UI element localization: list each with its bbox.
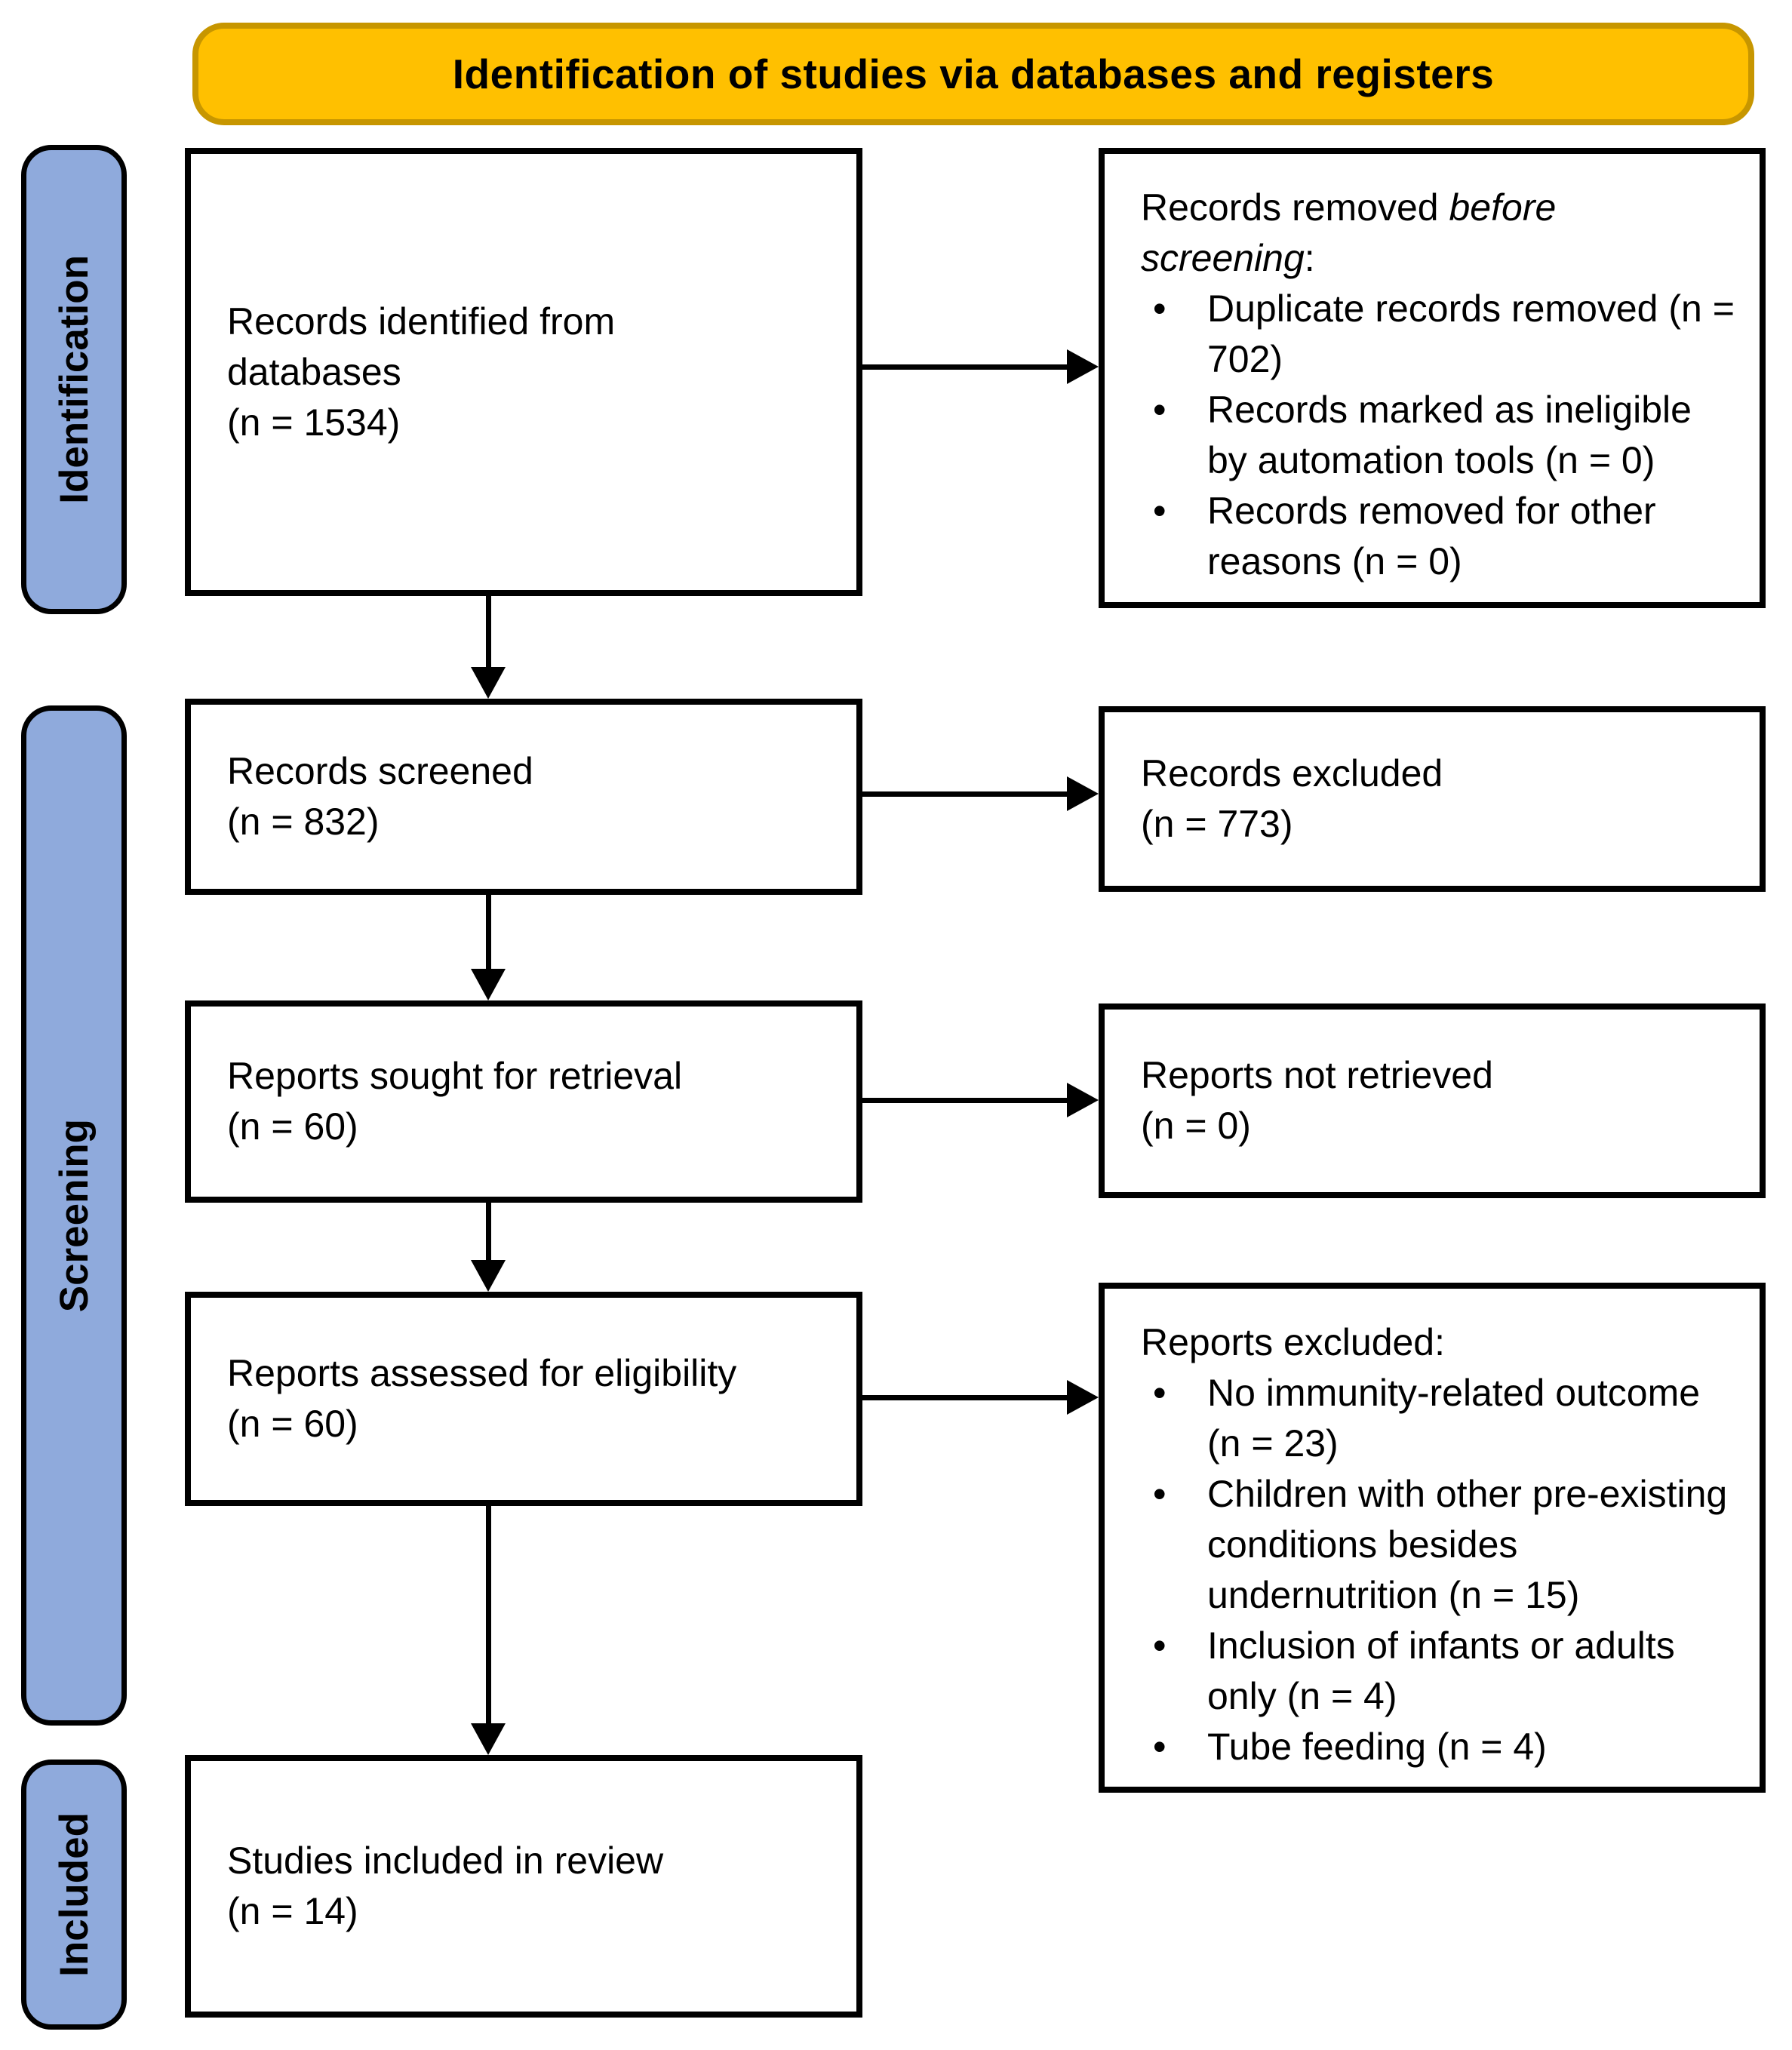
box-records-screened-count: (n = 832) (227, 801, 380, 843)
box-reports-not-retrieved-label: Reports not retrieved (1141, 1054, 1493, 1096)
box-studies-included-count: (n = 14) (227, 1890, 358, 1932)
box-records-screened-label: Records screened (227, 750, 533, 792)
arrow-right-icon (862, 364, 1067, 370)
stage-included-label: Included (51, 1812, 97, 1977)
banner-title: Identification of studies via databases … (452, 51, 1495, 97)
box-reports-not-retrieved-count: (n = 0) (1141, 1105, 1251, 1147)
arrow-right-icon (862, 1098, 1067, 1103)
box-studies-included: Studies included in review (n = 14) (185, 1755, 862, 2018)
list-item: Inclusion of infants or adults only (n =… (1141, 1621, 1738, 1722)
arrow-down-icon (486, 1506, 491, 1723)
box-records-screened: Records screened (n = 832) (185, 699, 862, 895)
box-studies-included-label: Studies included in review (227, 1839, 664, 1882)
list-item: Records marked as ineligible by automati… (1141, 385, 1738, 486)
arrow-right-icon (862, 1395, 1067, 1400)
arrow-right-icon (1067, 1380, 1099, 1415)
box-reports-assessed-count: (n = 60) (227, 1403, 358, 1445)
arrow-down-icon (486, 1203, 491, 1260)
stage-included: Included (21, 1760, 127, 2030)
box-reports-not-retrieved: Reports not retrieved (n = 0) (1099, 1003, 1766, 1198)
box-reports-sought-count: (n = 60) (227, 1105, 358, 1148)
stage-identification: Identification (21, 145, 127, 614)
arrow-right-icon (1067, 776, 1099, 811)
box-reports-excluded-title: Reports excluded: (1141, 1321, 1446, 1363)
stage-identification-label: Identification (51, 255, 97, 504)
arrow-right-icon (862, 791, 1067, 797)
list-item: Tube feeding (n = 4) (1141, 1722, 1738, 1772)
box-reports-assessed-label: Reports assessed for eligibility (227, 1352, 737, 1394)
reports-excluded-list: No immunity-related outcome (n = 23) Chi… (1141, 1368, 1738, 1772)
arrow-down-icon (486, 895, 491, 969)
box-records-removed: Records removed before screening: Duplic… (1099, 148, 1766, 608)
stage-screening-label: Screening (51, 1118, 97, 1313)
arrow-down-icon (471, 969, 506, 1000)
box-reports-sought-label: Reports sought for retrieval (227, 1055, 683, 1097)
box-records-excluded: Records excluded (n = 773) (1099, 706, 1766, 892)
arrow-down-icon (471, 667, 506, 699)
arrow-down-icon (486, 596, 491, 667)
box-records-removed-title: Records removed before screening: (1141, 186, 1557, 279)
arrow-right-icon (1067, 349, 1099, 384)
box-records-excluded-count: (n = 773) (1141, 803, 1293, 845)
box-reports-assessed: Reports assessed for eligibility (n = 60… (185, 1292, 862, 1506)
list-item: No immunity-related outcome (n = 23) (1141, 1368, 1738, 1469)
records-removed-list: Duplicate records removed (n = 702) Reco… (1141, 284, 1738, 587)
box-records-identified: Records identified from databases (n = 1… (185, 148, 862, 596)
box-records-identified-label: Records identified from databases (227, 300, 616, 393)
list-item: Records removed for other reasons (n = 0… (1141, 486, 1738, 587)
list-item: Duplicate records removed (n = 702) (1141, 284, 1738, 385)
banner: Identification of studies via databases … (192, 23, 1754, 125)
arrow-right-icon (1067, 1083, 1099, 1117)
box-records-excluded-label: Records excluded (1141, 752, 1443, 794)
arrow-down-icon (471, 1723, 506, 1755)
stage-screening: Screening (21, 705, 127, 1726)
box-reports-excluded: Reports excluded: No immunity-related ou… (1099, 1283, 1766, 1793)
box-records-removed-title-italic: before screening (1141, 186, 1557, 279)
list-item: Children with other pre-existing conditi… (1141, 1469, 1738, 1621)
box-records-identified-count: (n = 1534) (227, 401, 401, 444)
box-reports-sought: Reports sought for retrieval (n = 60) (185, 1000, 862, 1203)
arrow-down-icon (471, 1260, 506, 1292)
